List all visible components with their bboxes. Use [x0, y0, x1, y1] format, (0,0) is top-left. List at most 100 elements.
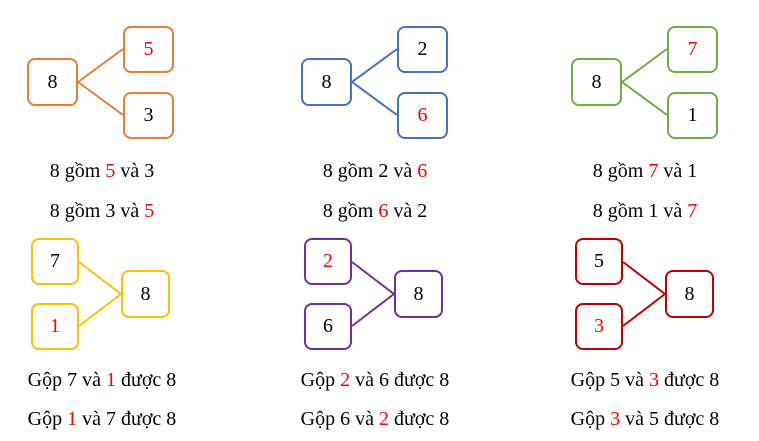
merge-sentence: Gộp 7 và 1 được 8	[28, 369, 177, 392]
sentence-second: 1	[687, 160, 698, 182]
sentence-mid: và	[620, 408, 650, 430]
split-sentence: 8 gồm 6 và 2	[323, 200, 427, 223]
connector-line-lower	[78, 293, 122, 327]
split-sentence: 8 gồm 1 và 7	[593, 200, 697, 223]
merge-sentence: Gộp 6 và 2 được 8	[301, 408, 450, 431]
merge-sentence: Gộp 3 và 5 được 8	[571, 408, 720, 431]
whole-box: 8	[121, 270, 170, 318]
sentence-second: 3	[144, 160, 155, 182]
sentence-mid: và	[350, 408, 380, 430]
part-box-top: 5	[575, 238, 623, 285]
part-box-top-value: 2	[323, 250, 333, 272]
sentence-prefix: Gộp	[570, 408, 611, 430]
sentence-prefix: 8 gồm	[49, 160, 106, 182]
sentence-prefix: 8 gồm	[592, 160, 649, 182]
part-box-bottom: 1	[31, 303, 79, 350]
sentence-second: 5	[144, 200, 155, 222]
sentence-first: 1	[67, 408, 78, 430]
sentence-second: 1	[106, 369, 117, 391]
part-box-top-value: 5	[143, 38, 154, 60]
sentence-prefix: 8 gồm	[322, 200, 379, 222]
sentence-mid: và	[77, 369, 107, 391]
sentence-suffix: được 8	[659, 408, 720, 430]
sentence-first: 6	[340, 408, 351, 430]
sentence-suffix: được 8	[116, 369, 177, 391]
whole-box-value: 8	[413, 282, 424, 305]
sentence-mid: và	[388, 200, 418, 222]
connector-line-upper	[78, 261, 122, 295]
whole-box: 8	[571, 58, 622, 106]
sentence-first: 2	[340, 369, 351, 391]
whole-box: 8	[394, 270, 443, 318]
sentence-second: 7	[106, 408, 117, 430]
connector-line-lower	[621, 81, 668, 116]
sentence-prefix: Gộp	[27, 408, 68, 430]
sentence-second: 6	[379, 369, 390, 391]
sentence-first: 7	[648, 160, 659, 182]
sentence-prefix: Gộp	[27, 369, 68, 391]
part-box-top: 7	[31, 238, 79, 285]
sentence-first: 3	[105, 200, 116, 222]
sentence-second: 2	[379, 408, 390, 430]
part-box-top-value: 5	[594, 250, 604, 272]
whole-box-value: 8	[591, 70, 602, 93]
sentence-mid: và	[620, 369, 650, 391]
part-box-bottom: 3	[575, 303, 623, 350]
sentence-mid: và	[350, 369, 380, 391]
split-sentence: 8 gồm 7 và 1	[593, 160, 697, 183]
whole-box-value: 8	[140, 282, 151, 305]
whole-box: 8	[27, 58, 78, 106]
connector-line-upper	[621, 48, 668, 83]
whole-box-value: 8	[47, 70, 58, 93]
connector-line-upper	[77, 48, 124, 83]
sentence-second: 6	[417, 160, 428, 182]
sentence-mid: và	[658, 200, 688, 222]
connector-line-lower	[351, 293, 395, 327]
sentence-second: 7	[687, 200, 698, 222]
split-sentence: 8 gồm 2 và 6	[323, 160, 427, 183]
part-box-top-value: 2	[417, 38, 428, 60]
sentence-mid: và	[388, 160, 418, 182]
sentence-prefix: 8 gồm	[322, 160, 379, 182]
connector-line-lower	[622, 293, 666, 327]
part-box-top-value: 7	[687, 38, 698, 60]
part-box-top: 5	[123, 26, 174, 73]
sentence-suffix: được 8	[389, 408, 450, 430]
sentence-prefix: Gộp	[300, 369, 341, 391]
merge-sentence: Gộp 2 và 6 được 8	[301, 369, 450, 392]
sentence-first: 5	[610, 369, 621, 391]
connector-line-upper	[622, 261, 666, 295]
part-box-bottom: 6	[397, 92, 448, 139]
sentence-first: 2	[378, 160, 389, 182]
part-box-bottom-value: 3	[143, 104, 154, 126]
sentence-first: 6	[378, 200, 389, 222]
sentence-mid: và	[77, 408, 107, 430]
sentence-suffix: được 8	[659, 369, 720, 391]
sentence-prefix: 8 gồm	[592, 200, 649, 222]
part-box-bottom-value: 6	[323, 315, 333, 337]
sentence-prefix: 8 gồm	[49, 200, 106, 222]
sentence-mid: và	[115, 200, 145, 222]
part-box-bottom: 3	[123, 92, 174, 139]
part-box-top: 2	[397, 26, 448, 73]
part-box-top: 7	[667, 26, 718, 73]
part-box-bottom-value: 1	[687, 104, 698, 126]
part-box-bottom: 1	[667, 92, 718, 139]
connector-line-lower	[77, 81, 124, 116]
sentence-first: 3	[610, 408, 621, 430]
sentence-prefix: Gộp	[300, 408, 341, 430]
sentence-suffix: được 8	[389, 369, 450, 391]
connector-line-lower	[351, 81, 398, 116]
split-sentence: 8 gồm 3 và 5	[50, 200, 154, 223]
whole-box: 8	[665, 270, 714, 318]
part-box-bottom-value: 1	[50, 315, 60, 337]
sentence-second: 2	[417, 200, 428, 222]
part-box-bottom: 6	[304, 303, 352, 350]
sentence-mid: và	[658, 160, 688, 182]
merge-sentence: Gộp 1 và 7 được 8	[28, 408, 177, 431]
whole-box-value: 8	[321, 70, 332, 93]
part-box-bottom-value: 6	[417, 104, 428, 126]
connector-line-upper	[351, 261, 395, 295]
connector-line-upper	[351, 48, 398, 83]
